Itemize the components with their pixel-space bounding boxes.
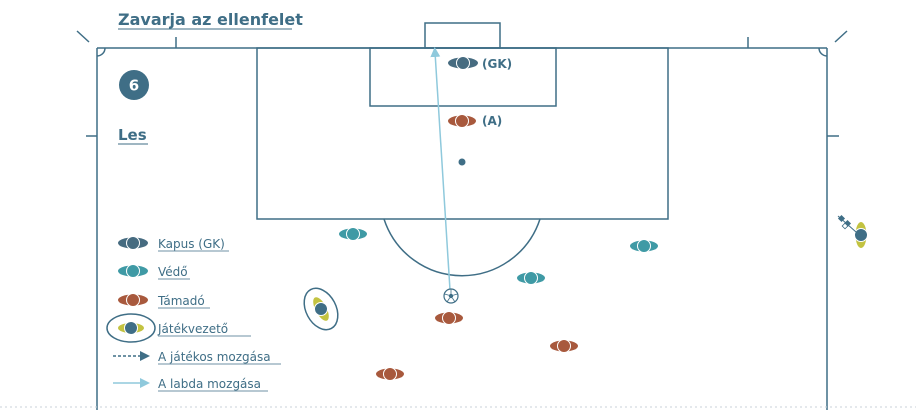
legend-attacker-label: Támadó <box>157 294 205 308</box>
defender-player <box>630 239 658 253</box>
goal <box>424 22 501 49</box>
legend-playmaker-icon <box>106 313 156 343</box>
legend-defender-icon <box>118 264 148 278</box>
legend-goalkeeper-label: Kapus (GK) <box>158 237 225 251</box>
attacker-tag: (A) <box>482 114 502 128</box>
attacker-player-a <box>448 114 476 128</box>
goalkeeper-player <box>448 56 478 70</box>
ball-icon <box>443 288 459 304</box>
attacker-player <box>550 339 578 353</box>
legend-ball-movement-label: A labda mozgása <box>158 377 261 391</box>
corner-arc-left <box>96 47 106 57</box>
step-number: 6 <box>129 77 139 95</box>
section-subtitle: Les <box>118 126 147 144</box>
playmaker-player <box>303 287 339 331</box>
diagram-title: Zavarja az ellenfelet <box>118 10 303 29</box>
corner-mark-left <box>76 30 90 43</box>
ball-movement-arrow <box>430 47 451 291</box>
penalty-arc <box>383 218 541 277</box>
legend-attacker-icon <box>118 293 148 307</box>
pitch-lines <box>76 22 848 410</box>
corner-mark-right <box>834 30 848 43</box>
legend-defender-label: Védő <box>158 265 188 279</box>
legend-goalkeeper-icon <box>118 236 148 250</box>
legend-player-movement-label: A játékos mozgása <box>158 350 271 364</box>
defender-player <box>339 227 367 241</box>
penalty-area <box>256 47 669 220</box>
attacker-player <box>376 367 404 381</box>
goalkeeper-tag: (GK) <box>482 57 512 71</box>
corner-arc-right <box>818 47 828 57</box>
assistant-referee <box>854 222 868 248</box>
attacker-player <box>435 311 463 325</box>
legend: Kapus (GK) Védő Támadó Játékvezető A ját… <box>106 236 281 392</box>
legend-playmaker-label: Játékvezető <box>157 322 228 336</box>
flag-icon <box>837 214 857 233</box>
penalty-spot <box>458 158 466 166</box>
step-badge <box>119 70 149 100</box>
goal-area <box>369 47 557 107</box>
defender-player <box>517 271 545 285</box>
